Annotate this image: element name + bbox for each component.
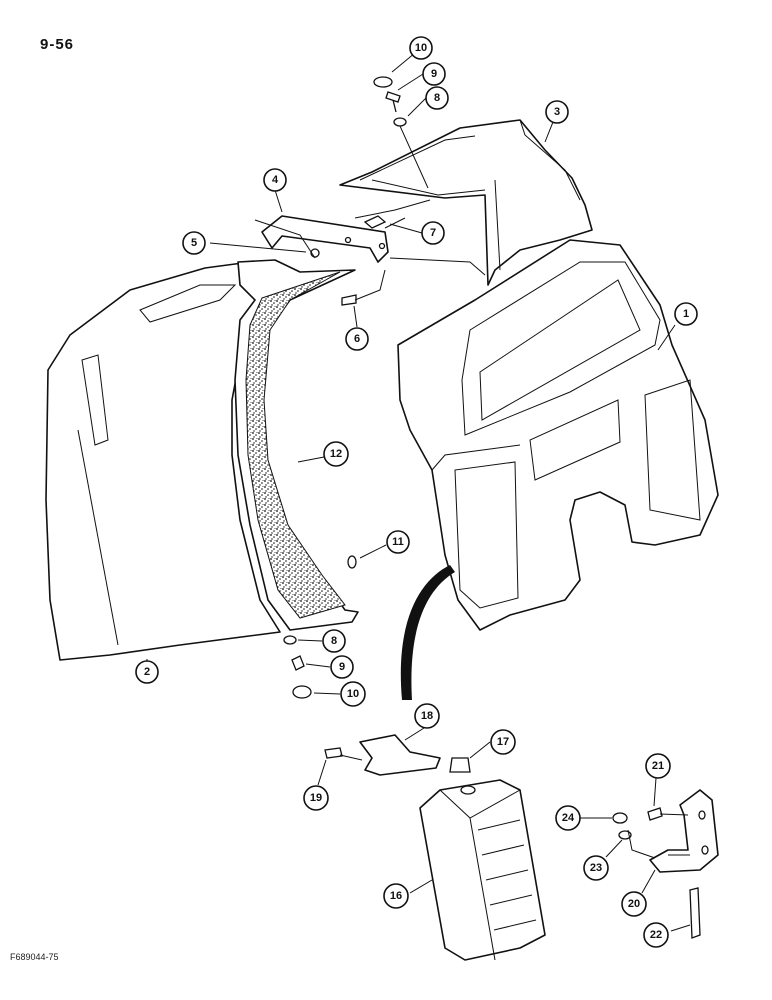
callout-label: 8 [331,635,337,647]
callout-1: 1 [674,302,698,326]
callout-label: 19 [310,792,322,804]
figure-code: F689044-75 [10,952,59,962]
assembly-lines [254,125,689,859]
callout-10-top: 10 [409,36,433,60]
hardware-items [283,76,701,939]
callout-label: 2 [144,666,150,678]
callout-label: 8 [434,92,440,104]
part-12-foam-seal [234,259,359,631]
callout-19: 19 [303,785,329,811]
callout-24: 24 [555,805,581,831]
callout-18: 18 [414,703,440,729]
callout-8-bottom: 8 [322,629,346,653]
callout-23: 23 [583,855,609,881]
callout-21: 21 [645,753,671,779]
callout-label-1: 1 [683,308,689,320]
callout-label: 6 [354,333,360,345]
callout-label: 11 [392,536,404,548]
callout-17: 17 [490,729,516,755]
callout-7: 7 [421,221,445,245]
callout-11: 11 [386,530,410,554]
callout-label: 3 [554,106,560,118]
part-4-bracket [261,215,389,263]
callout-22: 22 [643,922,669,948]
part-2-side-cover [45,261,286,661]
callout-label: 7 [430,227,436,239]
callout-9-bottom: 9 [330,655,354,679]
callout-label: 20 [628,898,640,910]
callout-label: 17 [497,736,509,748]
page-number: 9-56 [40,36,75,53]
callout-label: 10 [415,42,427,54]
part-1-console-shroud [397,239,719,631]
callout-6: 6 [345,327,369,351]
callout-label: 18 [421,710,433,722]
callout-label: 4 [272,174,279,186]
part-20-angle-bracket [649,789,719,873]
callout-16: 16 [383,883,409,909]
callout-4: 4 [263,168,287,192]
callout-label: 10 [347,688,359,700]
callout-8-top: 8 [425,86,449,110]
callout-label: 24 [562,812,575,824]
callout-5: 5 [182,231,206,255]
part-16-vent-box [419,779,546,961]
callout-label: 16 [390,890,402,902]
callout-label: 5 [191,237,197,249]
part-18-plate [359,734,441,776]
callout-label: 23 [590,862,602,874]
callout-9-top: 9 [422,62,446,86]
leader-arrows [146,47,691,932]
callout-label: 12 [330,448,342,460]
part-3-upper-shroud [339,119,593,286]
callout-10-bottom: 10 [340,681,366,707]
callout-12: 12 [323,441,349,467]
callout-3: 3 [545,100,569,124]
callout-label: 9 [339,661,345,673]
callout-label: 21 [652,760,664,772]
callout-2: 2 [135,660,159,684]
wire-harness [400,565,455,700]
callout-label: 22 [650,929,662,941]
callout-label: 9 [431,68,437,80]
callout-20: 20 [621,891,647,917]
